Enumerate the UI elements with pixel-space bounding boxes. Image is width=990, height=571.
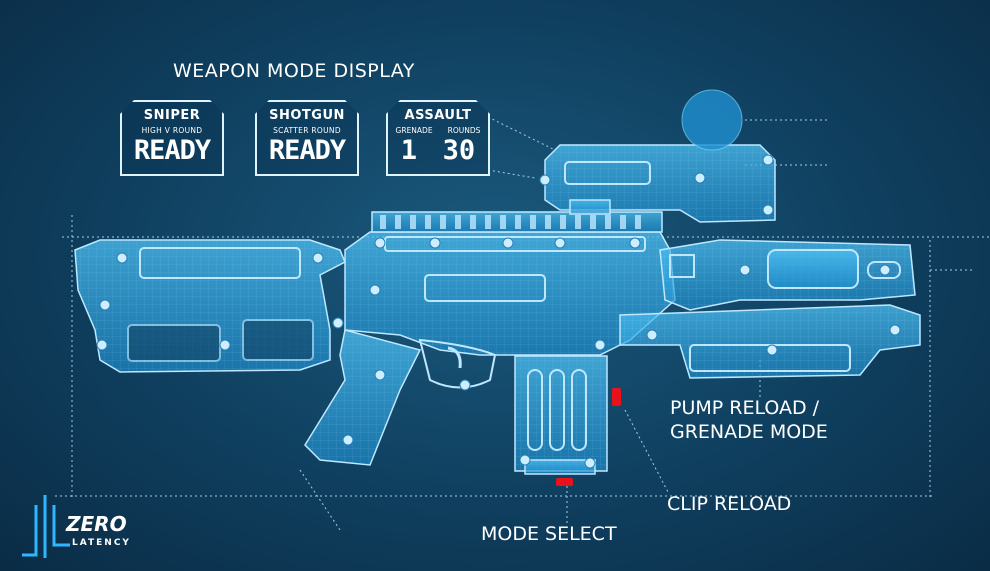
mode-select-callout: MODE SELECT (481, 523, 617, 545)
sight-lens (681, 89, 743, 151)
logo-tagline: LATENCY (72, 538, 131, 548)
grenade-count: 1 (400, 135, 418, 166)
shotgun-mode-panel: SHOTGUN SCATTER ROUND READY (255, 100, 359, 176)
weapon-mode-title: WEAPON MODE DISPLAY (173, 60, 415, 82)
sniper-sub: HIGH V ROUND (141, 126, 203, 135)
sniper-status: READY (133, 135, 211, 166)
rounds-label: ROUNDS (447, 126, 481, 135)
pump-reload-callout: PUMP RELOAD / GRENADE MODE (670, 397, 828, 443)
rounds-count: 30 (442, 135, 476, 166)
clip-reload-button (612, 388, 621, 406)
clip-reload-callout: CLIP RELOAD (667, 493, 792, 515)
grenade-label: GRENADE (395, 126, 433, 135)
shotgun-status: READY (268, 135, 346, 166)
zero-latency-logo: ZERO LATENCY (14, 488, 144, 566)
logo-brand: ZERO (66, 512, 127, 536)
sniper-label: SNIPER (143, 108, 201, 123)
shotgun-sub: SCATTER ROUND (273, 126, 341, 135)
assault-label: ASSAULT (404, 108, 472, 123)
mode-select-button (556, 478, 573, 486)
shotgun-label: SHOTGUN (269, 108, 345, 123)
assault-mode-panel: ASSAULT GRENADE ROUNDS 1 30 (386, 100, 490, 176)
sniper-mode-panel: SNIPER HIGH V ROUND READY (120, 100, 224, 176)
zero-latency-logo-mark (22, 495, 70, 558)
